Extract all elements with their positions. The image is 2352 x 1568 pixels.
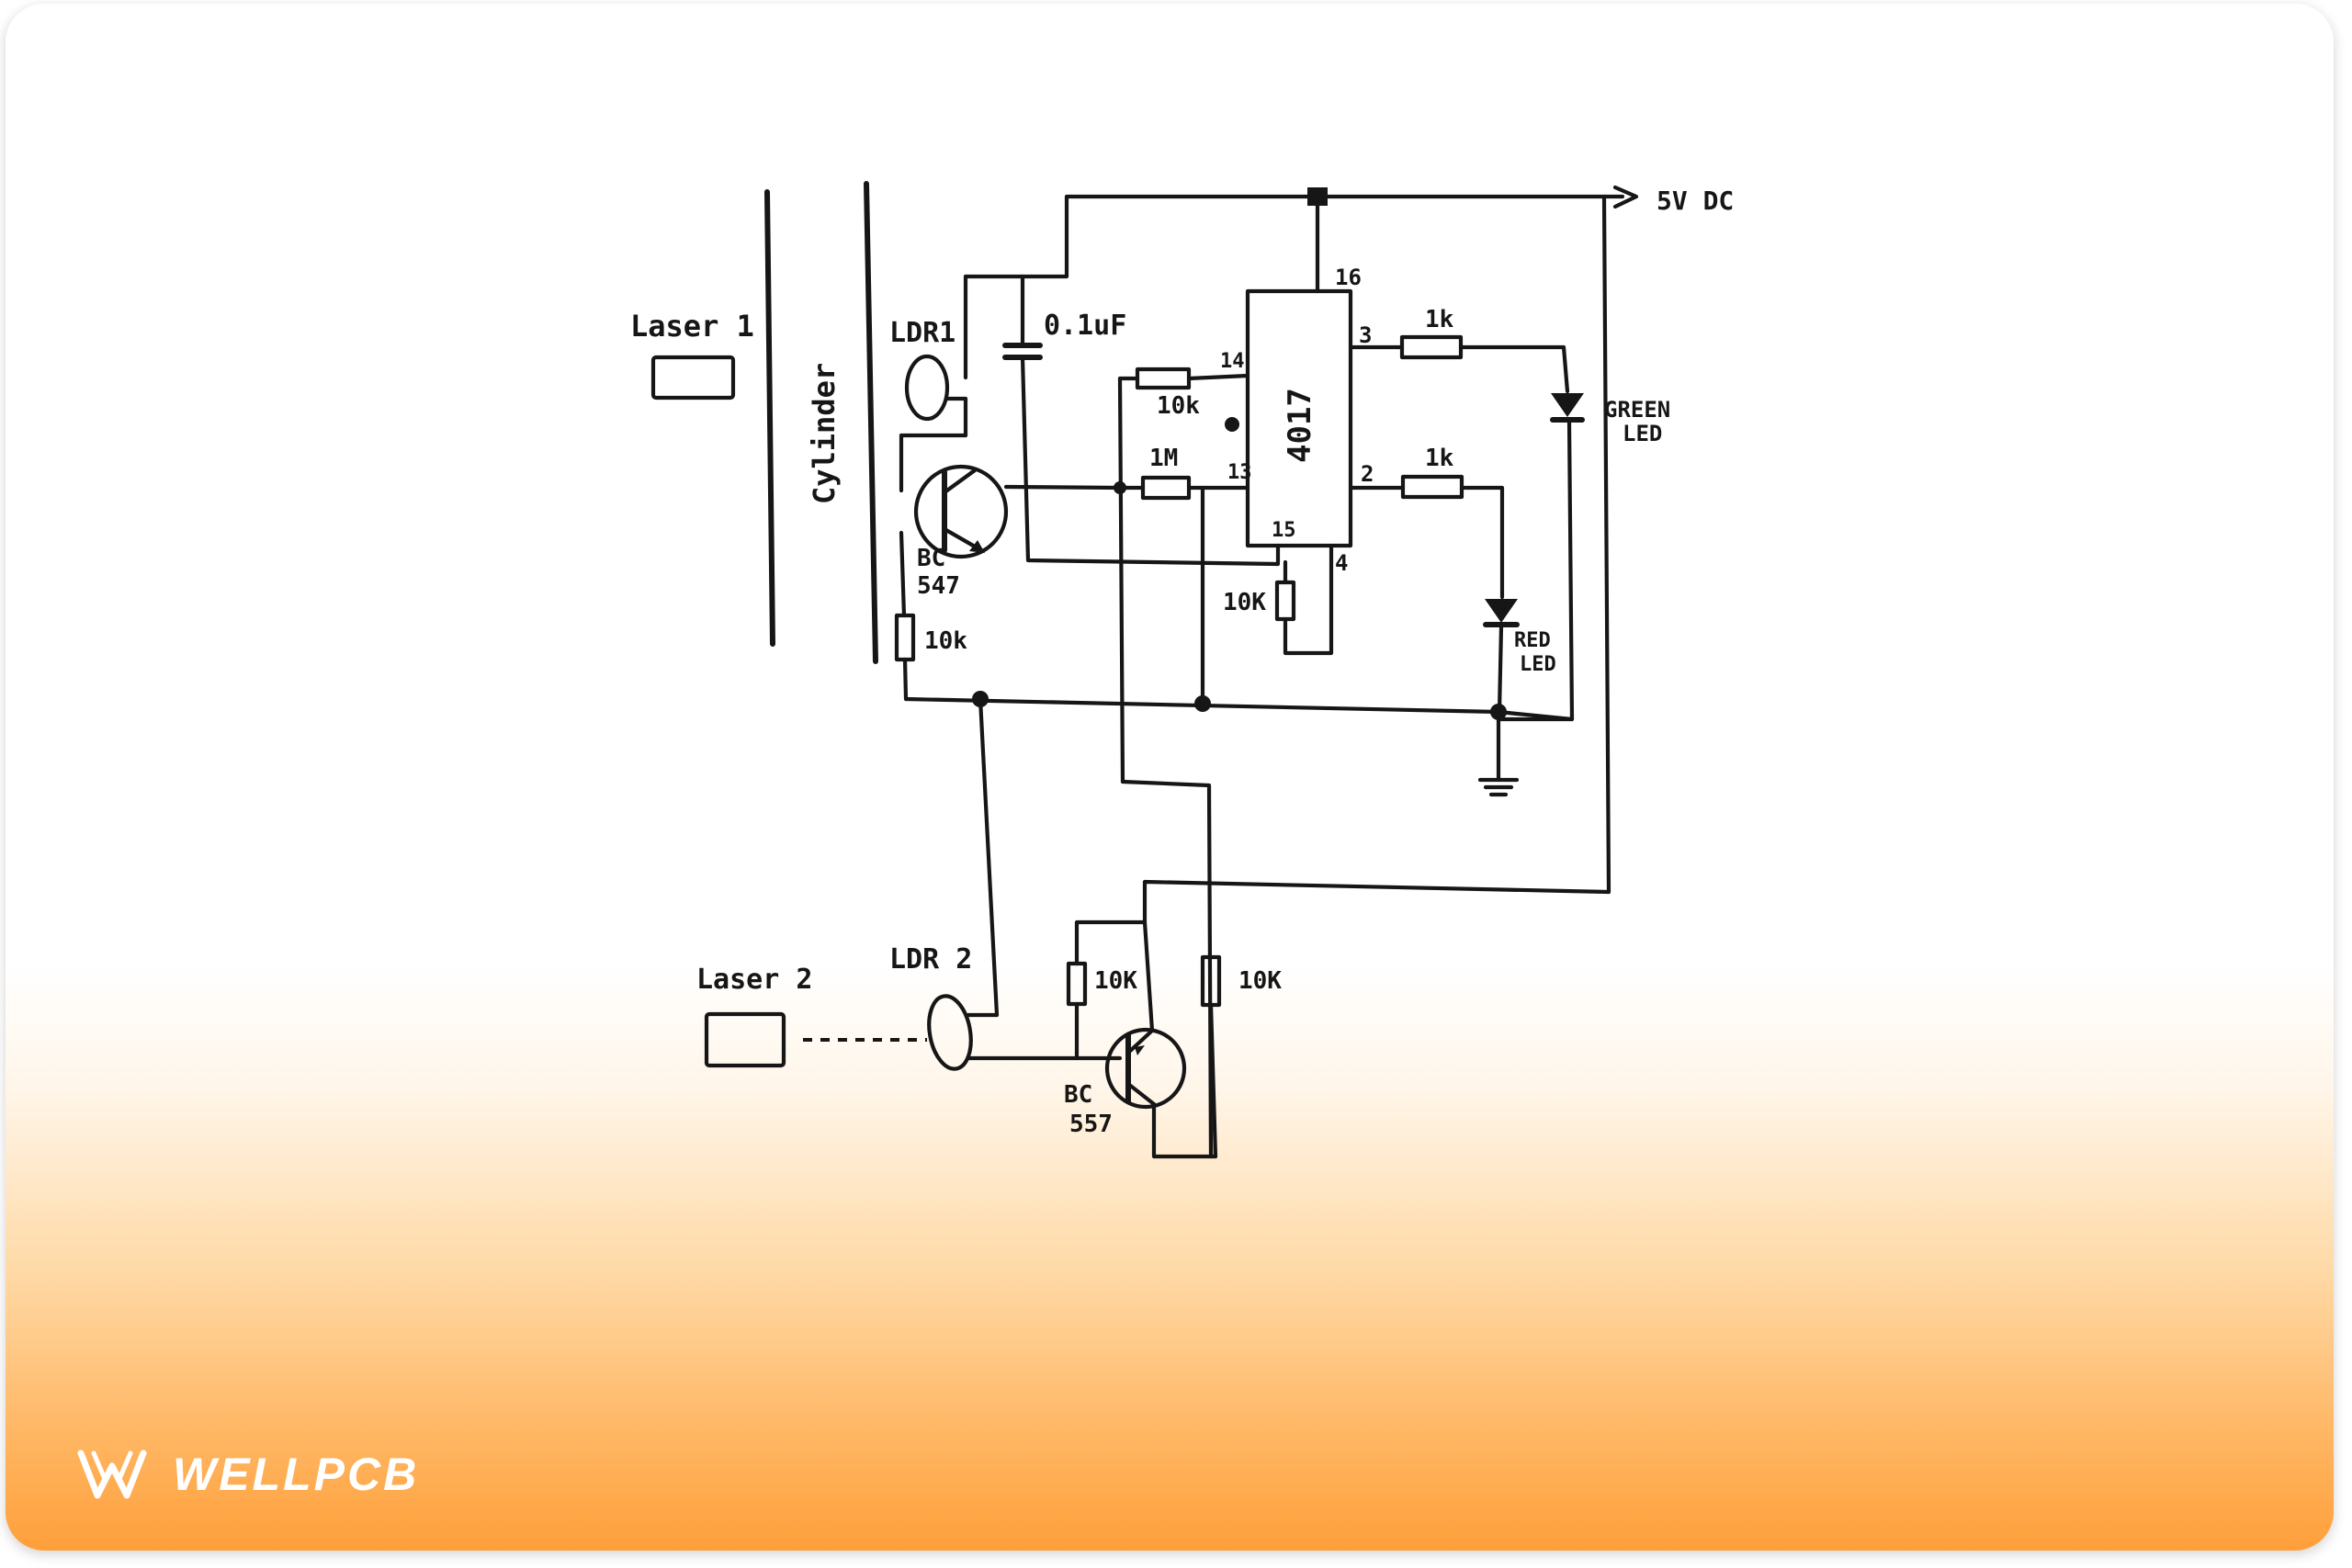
r-pin2-label: 1k bbox=[1425, 445, 1454, 472]
pin15-label: 15 bbox=[1272, 519, 1296, 542]
ldr2-symbol bbox=[927, 994, 973, 1071]
resistor-1m bbox=[1140, 475, 1192, 501]
q1-transistor bbox=[913, 464, 1009, 559]
q2-collector bbox=[1125, 1081, 1157, 1107]
q2-transistor bbox=[1104, 1027, 1187, 1110]
q2-collector-wire bbox=[1151, 1101, 1218, 1159]
pin14-feed-wire bbox=[1117, 376, 1125, 784]
red-led-to-ground bbox=[1497, 624, 1504, 715]
pin2-label: 2 bbox=[1361, 461, 1374, 487]
r-q1-emitter-label: 10k bbox=[924, 627, 967, 655]
pin4-label: 4 bbox=[1335, 550, 1348, 576]
brand-logo: WELLPCB bbox=[75, 1442, 419, 1506]
laser2-label: Laser 2 bbox=[696, 964, 812, 996]
q1-emitter-to-ground bbox=[902, 657, 909, 702]
green-led-label-1: GREEN bbox=[1604, 397, 1670, 423]
q1-label-2: 547 bbox=[917, 572, 960, 600]
supply-label: 5V DC bbox=[1657, 186, 1734, 216]
brand-name: WELLPCB bbox=[173, 1449, 420, 1500]
resistor-pin2 bbox=[1400, 474, 1464, 500]
green-led-to-ground bbox=[1496, 419, 1575, 722]
pin3-label: 3 bbox=[1359, 322, 1372, 348]
cap-label: 0.1uF bbox=[1044, 310, 1126, 342]
r-q2-base-label: 10K bbox=[1094, 967, 1137, 995]
q1-emitter-wire bbox=[899, 530, 907, 618]
pin13-dot bbox=[1225, 417, 1239, 432]
resistor-q1-emitter bbox=[894, 613, 916, 662]
red-led-label-2: LED bbox=[1520, 653, 1556, 676]
pin13-label: 13 bbox=[1227, 461, 1252, 484]
r-q2-collector-wire bbox=[1208, 1002, 1218, 1159]
pin14-label: 14 bbox=[1220, 350, 1245, 373]
laser2-symbol bbox=[704, 1011, 786, 1068]
cylinder-label: Cylinder bbox=[807, 363, 842, 504]
green-led-label-2: LED bbox=[1623, 421, 1662, 446]
r-q2-collector-label: 10K bbox=[1238, 967, 1282, 995]
pin2-to-red-led bbox=[1459, 485, 1505, 600]
laser1-label: Laser 1 bbox=[630, 309, 754, 344]
ldr1-symbol bbox=[904, 354, 950, 422]
q2-label-1: BC bbox=[1064, 1081, 1092, 1109]
q1-base-wire bbox=[1003, 484, 1123, 491]
q2-emitter bbox=[1125, 1028, 1155, 1055]
r-1m-label: 1M bbox=[1149, 445, 1178, 472]
pin3-to-green-led bbox=[1458, 344, 1570, 394]
ldr1-label: LDR1 bbox=[889, 317, 956, 349]
q1-emitter-arrow bbox=[969, 540, 985, 553]
cap-to-pin15 bbox=[1020, 355, 1281, 567]
cylinder-wall-right bbox=[864, 181, 878, 664]
pin16-label: 16 bbox=[1335, 265, 1362, 290]
supply-arrow bbox=[1612, 185, 1639, 209]
green-led-symbol bbox=[1551, 393, 1584, 417]
q1-label-1: BC bbox=[917, 545, 945, 572]
r-q2-base-top-wire bbox=[1074, 919, 1148, 966]
resistor-pin14 bbox=[1135, 367, 1192, 390]
wellpcb-logo-icon bbox=[77, 1450, 147, 1499]
pin14-wire-right bbox=[1186, 373, 1250, 381]
r-pin3-label: 1k bbox=[1425, 306, 1454, 333]
red-led-symbol bbox=[1485, 599, 1518, 623]
diagram-card: Cylinder Laser 1 5V DC LDR1 0.1uF BC 547… bbox=[6, 4, 2334, 1551]
q2-emitter-to-supply bbox=[1142, 879, 1611, 1033]
supply-right-wire bbox=[1601, 194, 1611, 895]
pin15-pin4-wire bbox=[1283, 543, 1334, 656]
ic-4017 bbox=[1245, 288, 1353, 548]
q1-collector bbox=[942, 468, 978, 495]
resistor-q2-base bbox=[1066, 961, 1088, 1007]
red-led-label-1: RED bbox=[1514, 629, 1551, 652]
junction-base bbox=[1114, 481, 1126, 494]
q2-emitter-arrow bbox=[1135, 1045, 1145, 1055]
r-pin14-label: 10k bbox=[1157, 392, 1200, 420]
laser1-symbol bbox=[650, 355, 736, 400]
circuit-schematic: Cylinder Laser 1 5V DC LDR1 0.1uF BC 547… bbox=[630, 181, 1734, 1159]
ic-label: 4017 bbox=[1282, 388, 1318, 463]
resistor-pin15 bbox=[1274, 580, 1296, 622]
cylinder-wall-left bbox=[764, 189, 775, 647]
ldr2-label: LDR 2 bbox=[889, 943, 972, 976]
r-pin15-label: 10K bbox=[1223, 589, 1266, 616]
ldr2-top-wire bbox=[978, 696, 1000, 1018]
q2-label-2: 557 bbox=[1069, 1111, 1113, 1138]
supply-rail bbox=[963, 194, 1625, 279]
resistor-pin3 bbox=[1399, 334, 1464, 360]
